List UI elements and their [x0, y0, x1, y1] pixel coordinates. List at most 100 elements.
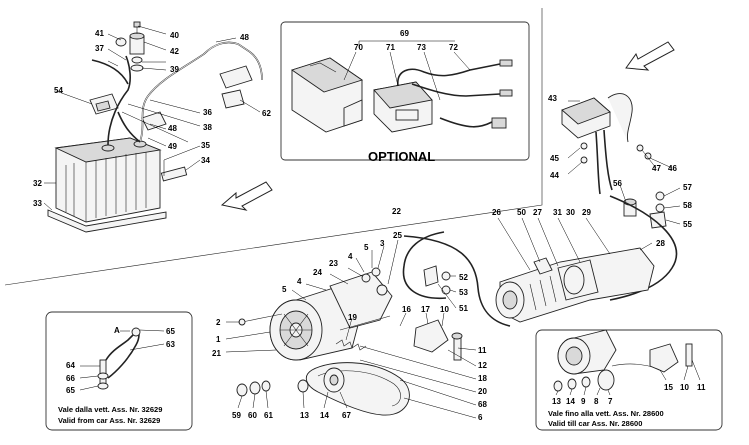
callout-26: 26 [492, 208, 501, 217]
callout-33: 33 [33, 199, 42, 208]
relay-group: 43 45 44 47 46 56 57 58 55 [548, 93, 692, 229]
callout-38: 38 [203, 123, 212, 132]
callout-30: 30 [566, 208, 575, 217]
callout-5: 5 [364, 243, 369, 252]
callout-23: 23 [329, 259, 338, 268]
callout-14-inset: 14 [566, 397, 575, 406]
callout-21: 21 [212, 349, 221, 358]
callout-2: 2 [216, 318, 221, 327]
callout-55: 55 [683, 220, 692, 229]
callout-73: 73 [417, 43, 426, 52]
callout-18: 18 [478, 374, 487, 383]
callout-35: 35 [201, 141, 210, 150]
callout-39: 39 [170, 65, 179, 74]
callout-62: 62 [262, 109, 271, 118]
callout-27: 27 [533, 208, 542, 217]
callout-49: 49 [168, 142, 177, 151]
battery-group: 41 40 48 37 42 39 54 36 62 48 38 49 35 3… [33, 21, 271, 233]
callout-5-left: 5 [282, 285, 287, 294]
callout-69: 69 [400, 29, 409, 38]
callout-4: 4 [348, 252, 353, 261]
callout-41: 41 [95, 29, 104, 38]
callout-50: 50 [517, 208, 526, 217]
inset-right-caption-it: Vale fino alla vett. Ass. Nr. 28600 [548, 409, 664, 418]
alternator-group: 2 1 21 5 4 24 23 4 5 3 25 22 19 16 17 10… [212, 207, 487, 422]
callout-11: 11 [478, 346, 487, 355]
callout-16: 16 [402, 305, 411, 314]
callout-4-left: 4 [297, 277, 302, 286]
callout-10-inset: 10 [680, 383, 689, 392]
callout-51: 51 [459, 304, 468, 313]
direction-arrow-left [220, 181, 273, 211]
callout-57: 57 [683, 183, 692, 192]
callout-32: 32 [33, 179, 42, 188]
callout-43: 43 [548, 94, 557, 103]
callout-9: 9 [581, 397, 586, 406]
inset-right-caption-en: Valid till car Ass. Nr. 28600 [548, 419, 642, 428]
callout-56: 56 [613, 179, 622, 188]
callout-58: 58 [683, 201, 692, 210]
callout-65-top: 65 [166, 327, 175, 336]
callout-10: 10 [440, 305, 449, 314]
callout-8: 8 [594, 397, 599, 406]
callout-1: 1 [216, 335, 221, 344]
callout-14: 14 [320, 411, 329, 420]
callout-45: 45 [550, 154, 559, 163]
callout-64: 64 [66, 361, 75, 370]
starter-motor-group: 26 50 27 31 30 29 28 52 53 51 [402, 195, 678, 327]
callout-40: 40 [170, 31, 179, 40]
callout-3: 3 [380, 239, 385, 248]
callout-42: 42 [170, 47, 179, 56]
callout-53: 53 [459, 288, 468, 297]
callout-72: 72 [449, 43, 458, 52]
callout-48-mid: 48 [168, 124, 177, 133]
inset-left-caption-it: Vale dalla vett. Ass. Nr. 32629 [58, 405, 162, 414]
callout-70: 70 [354, 43, 363, 52]
callout-17: 17 [421, 305, 430, 314]
direction-arrow-right [625, 41, 675, 71]
callout-15: 15 [664, 383, 673, 392]
callout-71: 71 [386, 43, 395, 52]
inset-left: A 65 63 64 66 65 Vale dalla vett. Ass. N… [45, 311, 193, 431]
callout-47: 47 [652, 164, 661, 173]
callout-54: 54 [54, 86, 63, 95]
callout-13-inset: 13 [552, 397, 561, 406]
optional-kit-box: OPTIONAL 69 70 71 73 72 [280, 21, 530, 164]
callout-65-bottom: 65 [66, 386, 75, 395]
callout-7: 7 [608, 397, 613, 406]
callout-22: 22 [392, 207, 401, 216]
callout-37: 37 [95, 44, 104, 53]
callout-63: 63 [166, 340, 175, 349]
callout-20: 20 [478, 387, 487, 396]
optional-label: OPTIONAL [368, 149, 435, 164]
charger-unit [373, 81, 433, 133]
callout-31: 31 [553, 208, 562, 217]
inset-right: 13 14 9 8 7 15 10 11 Vale fino alla vett… [535, 329, 723, 431]
divider-line [4, 8, 543, 286]
callout-67: 67 [342, 411, 351, 420]
callout-29: 29 [582, 208, 591, 217]
callout-13: 13 [300, 411, 309, 420]
callout-60: 60 [248, 411, 257, 420]
inset-left-caption-en: Valid from car Ass. Nr. 32629 [58, 416, 160, 425]
callout-59: 59 [232, 411, 241, 420]
callout-68: 68 [478, 400, 487, 409]
callout-34: 34 [201, 156, 210, 165]
callout-52: 52 [459, 273, 468, 282]
callout-46: 46 [668, 164, 677, 173]
charger-bag [290, 57, 364, 133]
callout-44: 44 [550, 171, 559, 180]
callout-12: 12 [478, 361, 487, 370]
callout-48-top: 48 [240, 33, 249, 42]
callout-36: 36 [203, 108, 212, 117]
callout-28: 28 [656, 239, 665, 248]
detail-letter-a: A [114, 326, 120, 335]
callout-6: 6 [478, 413, 483, 422]
callout-24: 24 [313, 268, 322, 277]
callout-11-inset: 11 [697, 383, 706, 392]
callout-25: 25 [393, 231, 402, 240]
callout-19: 19 [348, 313, 357, 322]
callout-61: 61 [264, 411, 273, 420]
callout-66: 66 [66, 374, 75, 383]
